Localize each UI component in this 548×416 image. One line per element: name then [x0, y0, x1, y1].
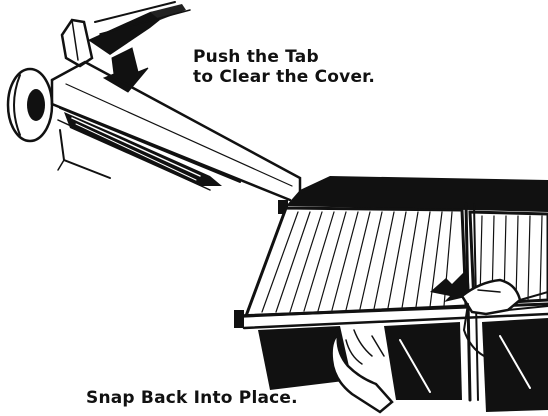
- rail-detail-drawing: [8, 2, 300, 200]
- cover-panel-left: [246, 208, 466, 316]
- window-cover-drawing: [234, 176, 548, 412]
- push-tab-caption-line2: to Clear the Cover.: [193, 68, 375, 88]
- tab: [62, 20, 92, 66]
- push-tab-caption: Push the Tab to Clear the Cover.: [193, 48, 375, 87]
- snap-back-caption: Snap Back Into Place.: [86, 389, 298, 409]
- push-tab-caption-line1: Push the Tab: [193, 48, 375, 68]
- frame-top: [286, 176, 548, 212]
